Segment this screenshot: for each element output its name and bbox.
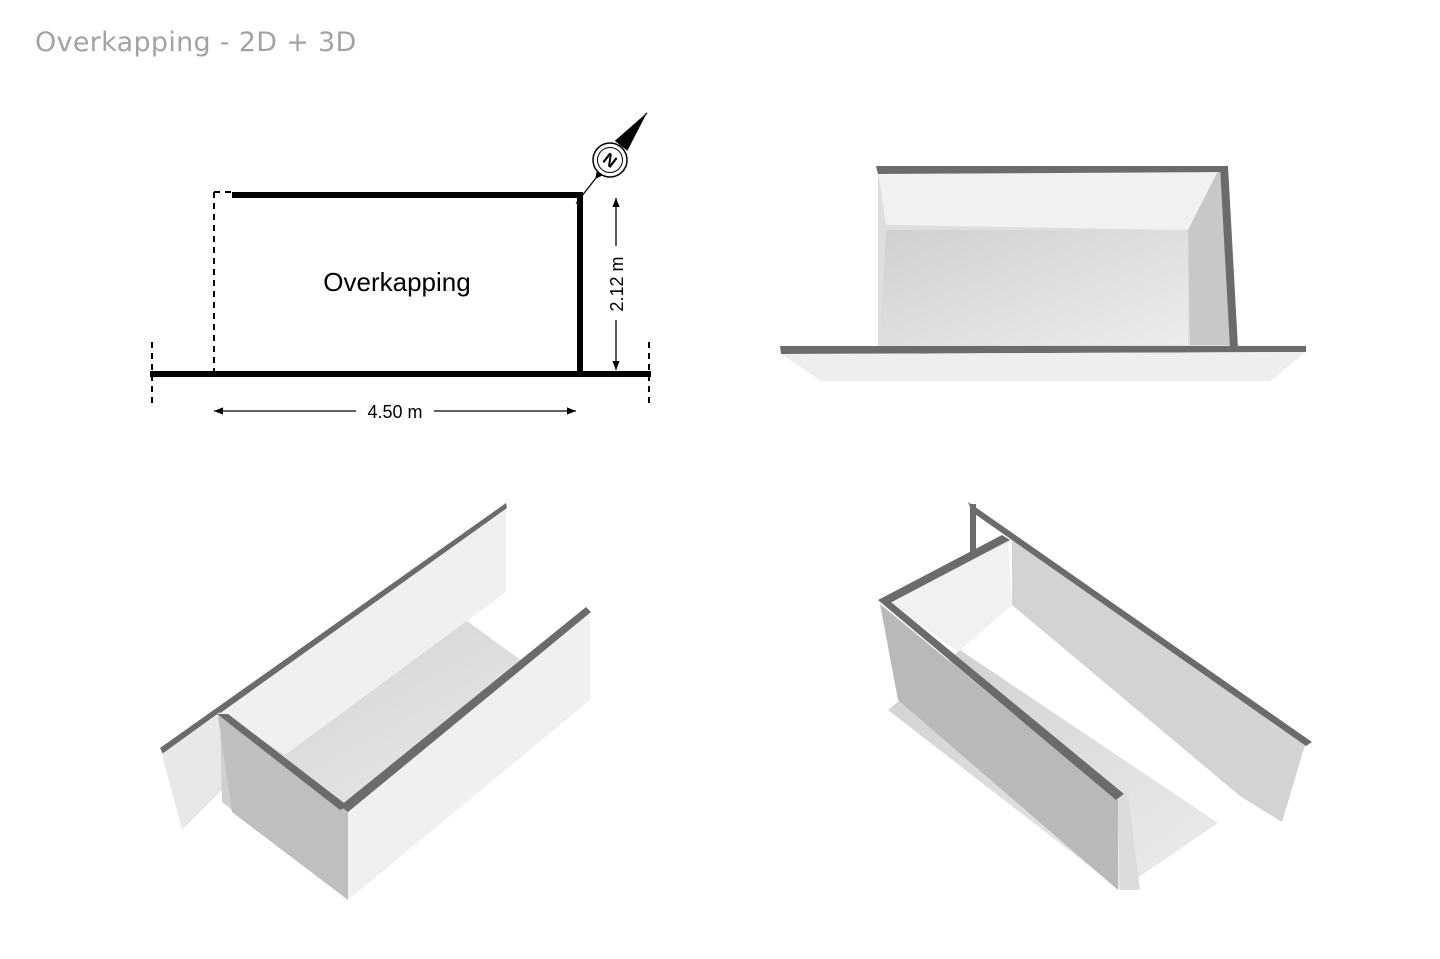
floorplan-2d: Overkapping 4.50 m 2.12 m N bbox=[150, 112, 651, 422]
room-label: Overkapping bbox=[323, 267, 470, 297]
3d-perspective-left bbox=[160, 503, 591, 900]
page-title: Overkapping - 2D + 3D bbox=[35, 27, 357, 58]
depth-dimension: 2.12 m bbox=[607, 198, 627, 370]
floorplan-open-side bbox=[151, 191, 650, 408]
floorplan-walls bbox=[150, 192, 651, 377]
width-label: 4.50 m bbox=[367, 402, 422, 422]
3d-perspective-right bbox=[878, 502, 1312, 890]
width-dimension: 4.50 m bbox=[214, 402, 576, 422]
north-arrow-icon: N bbox=[575, 112, 648, 204]
depth-label: 2.12 m bbox=[607, 256, 627, 311]
3d-top-view bbox=[780, 166, 1306, 381]
